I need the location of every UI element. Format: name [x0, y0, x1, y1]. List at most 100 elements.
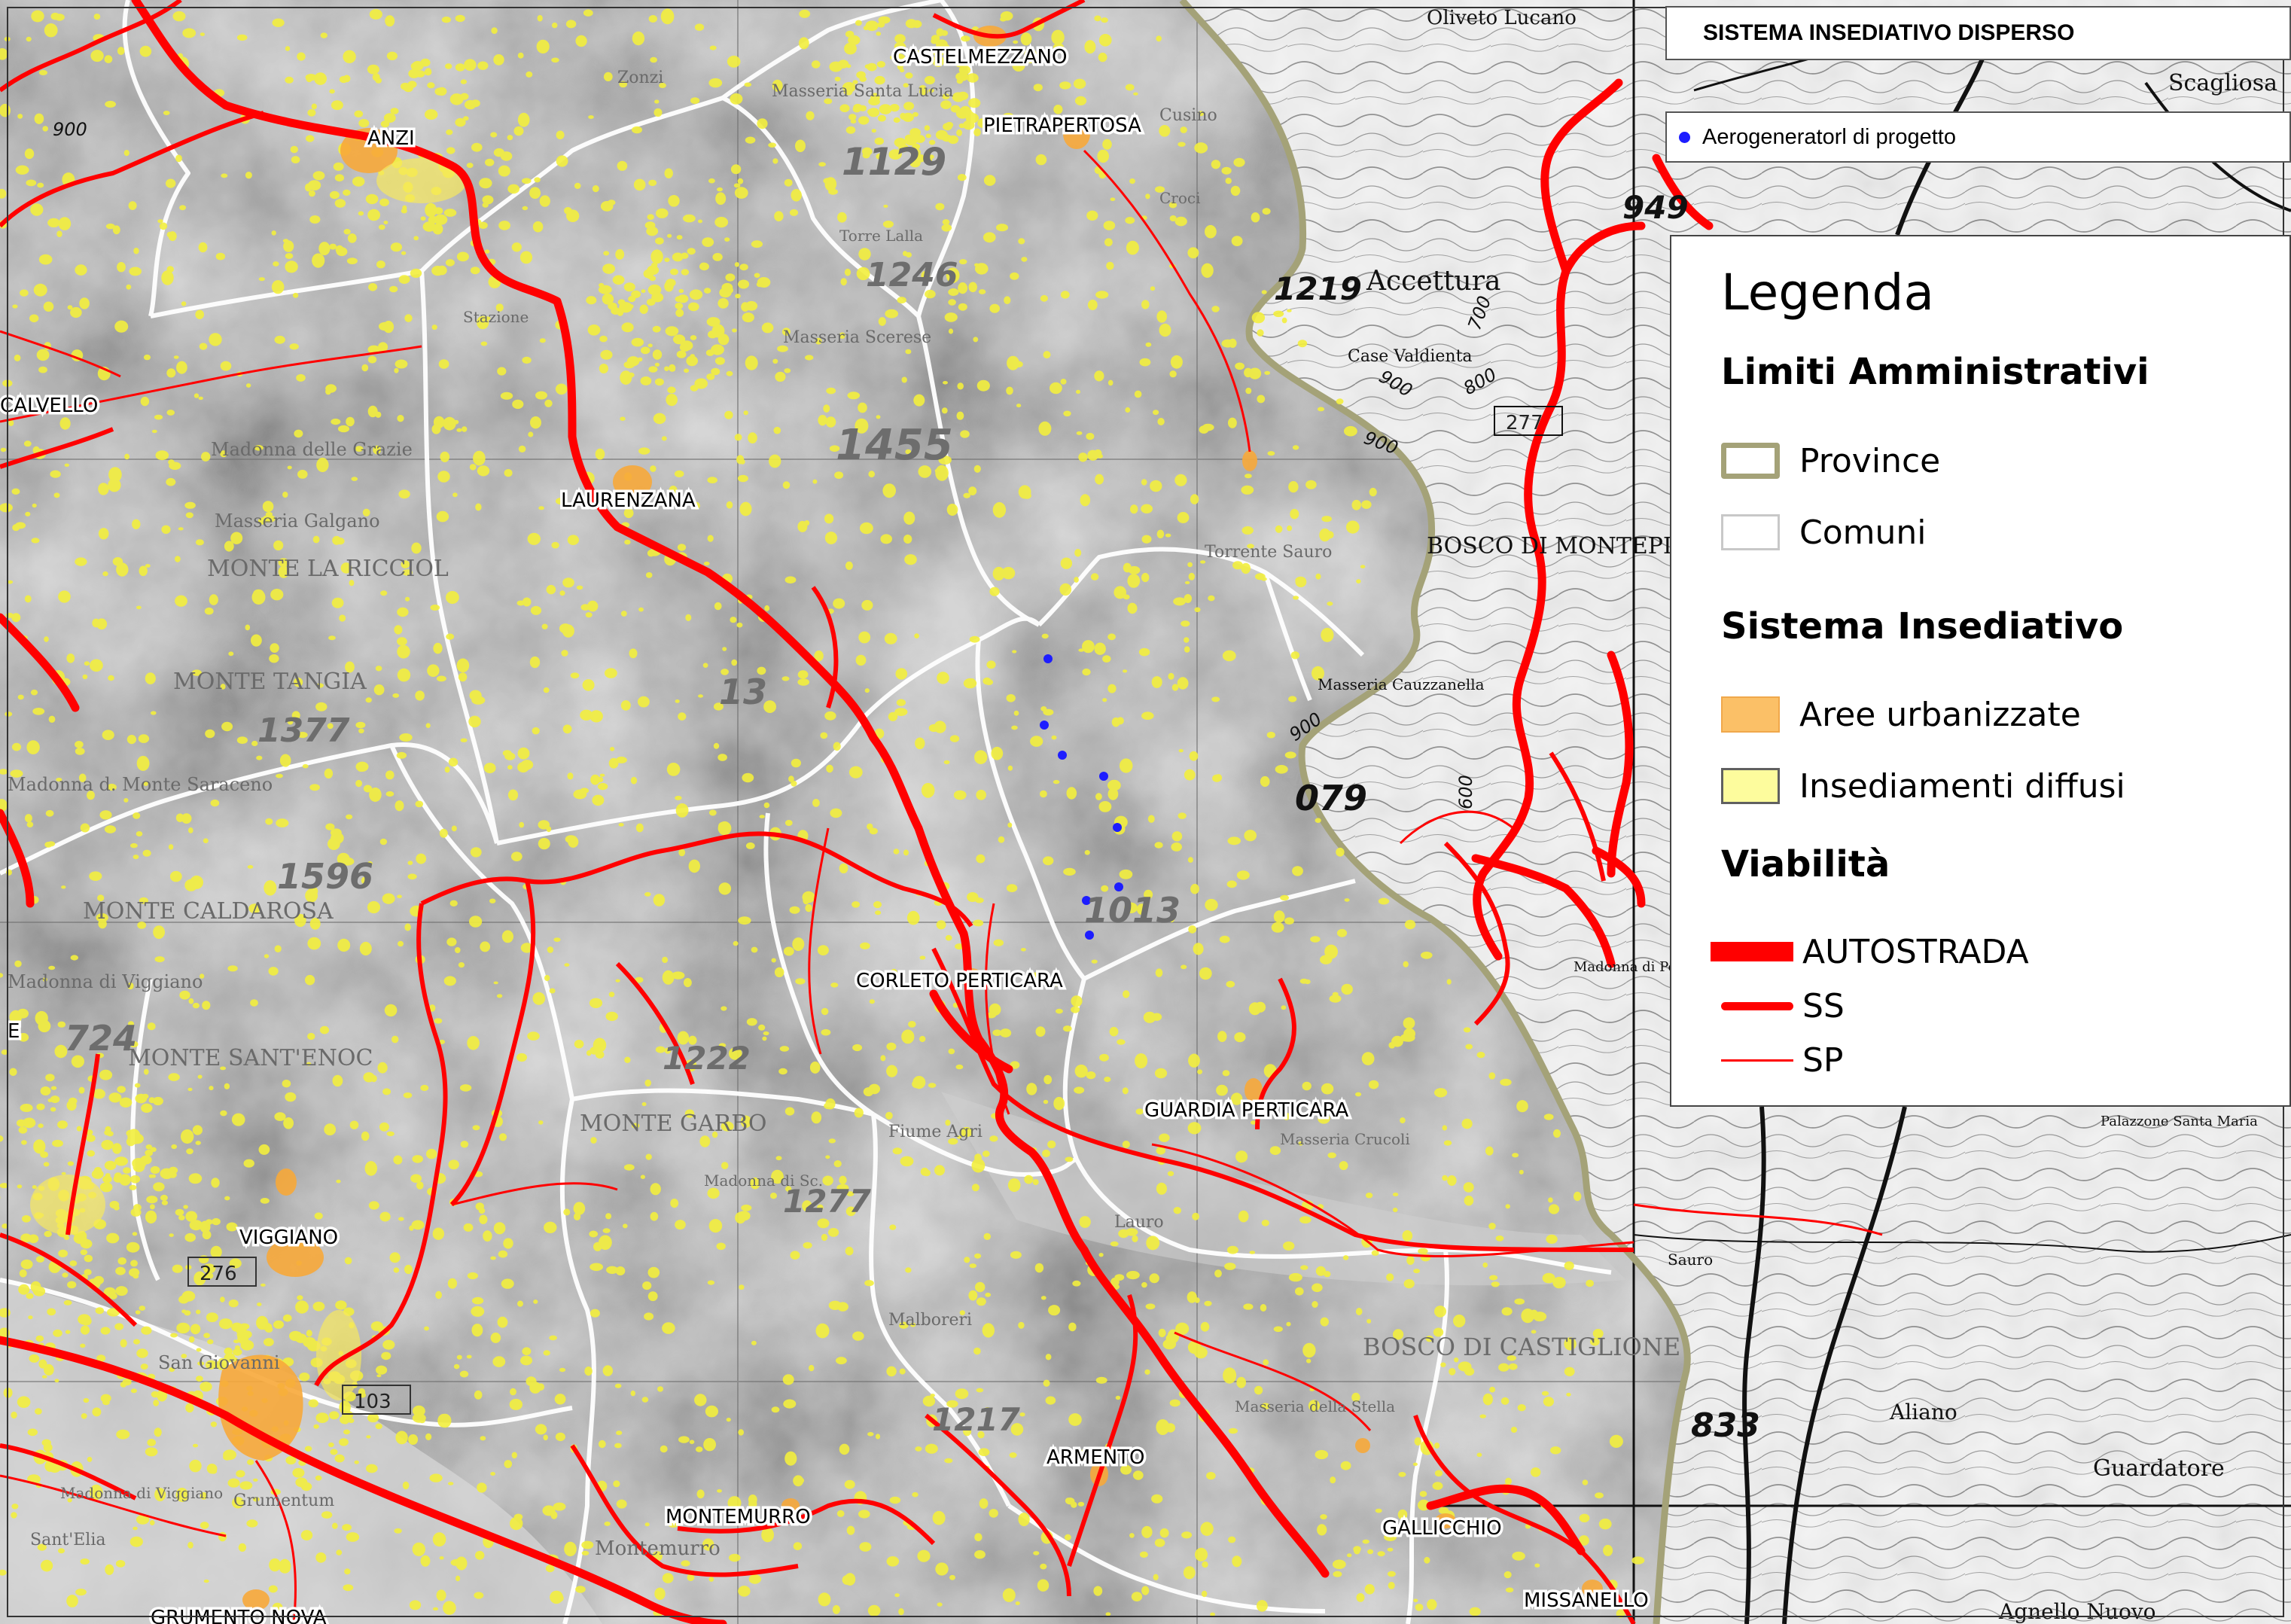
- settlement-dot: [1319, 528, 1331, 542]
- settlement-dot: [270, 589, 284, 601]
- settlement-dot: [1403, 1279, 1415, 1289]
- settlement-dot: [384, 1004, 398, 1017]
- settlement-dot: [41, 1559, 53, 1572]
- topo-label: Masseria Scerese: [783, 328, 931, 347]
- settlement-dot: [1071, 995, 1083, 1007]
- settlement-dot: [886, 1042, 897, 1051]
- settlement-dot: [117, 262, 126, 273]
- settlement-dot: [530, 605, 542, 615]
- settlement-dot: [1123, 562, 1132, 573]
- settlement-dot: [1153, 410, 1159, 416]
- settlement-dot: [673, 334, 686, 345]
- settlement-dot: [771, 1169, 784, 1184]
- settlement-dot: [918, 465, 932, 478]
- settlement-dot: [943, 760, 950, 765]
- settlement-dot: [331, 100, 343, 111]
- settlement-dot: [398, 275, 410, 284]
- settlement-dot: [264, 1338, 274, 1347]
- settlement-dot: [187, 1541, 193, 1549]
- settlement-dot: [687, 248, 696, 255]
- settlement-dot: [459, 1084, 472, 1092]
- settlement-dot: [231, 1113, 245, 1126]
- settlement-dot: [1091, 959, 1098, 964]
- settlement-dot: [479, 178, 492, 189]
- settlement-dot: [983, 232, 996, 243]
- settlement-dot: [909, 1322, 916, 1327]
- settlement-dot: [1080, 494, 1091, 507]
- settlement-dot: [1404, 919, 1416, 930]
- settlement-dot: [396, 751, 407, 759]
- settlement-dot: [551, 541, 559, 549]
- settlement-dot: [522, 356, 532, 364]
- settlement-dot: [635, 823, 644, 833]
- settlement-dot: [837, 212, 847, 223]
- settlement-dot: [888, 711, 898, 721]
- settlement-dot: [909, 982, 916, 990]
- settlement-dot: [215, 252, 226, 261]
- settlement-dot: [228, 1300, 239, 1308]
- settlement-dot: [949, 1574, 955, 1580]
- place-label: ANZI: [367, 127, 415, 150]
- settlement-dot: [369, 9, 382, 20]
- settlement-dot: [1030, 736, 1043, 747]
- settlement-dot: [890, 968, 898, 977]
- settlement-dot: [1302, 1081, 1312, 1091]
- legend-label: SS: [1802, 986, 1845, 1025]
- settlement-dot: [1566, 1392, 1571, 1397]
- settlement-dot: [467, 1036, 480, 1050]
- settlement-dot: [727, 1496, 742, 1510]
- settlement-dot: [155, 450, 169, 461]
- settlement-dot: [736, 455, 745, 465]
- topo-label: Oliveto Lucano: [1427, 7, 1577, 29]
- settlement-dot: [195, 309, 205, 319]
- settlement-dot: [522, 206, 529, 211]
- settlement-dot: [87, 791, 95, 800]
- settlement-dot: [1299, 1216, 1312, 1223]
- settlement-dot: [498, 221, 510, 230]
- settlement-dot: [0, 1183, 9, 1189]
- settlement-dot: [678, 288, 684, 294]
- settlement-dot: [513, 126, 524, 136]
- settlement-dot: [205, 1360, 217, 1370]
- settlement-dot: [1183, 1566, 1196, 1580]
- settlement-dot: [518, 445, 526, 453]
- settlement-dot: [365, 697, 372, 703]
- settlement-dot: [1603, 1544, 1613, 1556]
- settlement-dot: [276, 818, 289, 827]
- settlement-dot: [597, 782, 608, 791]
- settlement-dot: [344, 1257, 352, 1265]
- settlement-dot: [126, 284, 132, 290]
- settlement-dot: [1418, 1248, 1428, 1254]
- settlement-dot: [313, 1424, 319, 1429]
- settlement-dot: [53, 492, 60, 498]
- settlement-dot: [795, 978, 806, 985]
- settlement-dot: [236, 34, 248, 41]
- settlement-dot: [114, 1323, 124, 1330]
- settlement-dot: [1609, 1434, 1623, 1448]
- settlement-dot: [1269, 1146, 1281, 1155]
- settlement-dot: [912, 143, 921, 150]
- legend-item-insediamenti-diffusi: Insediamenti diffusi: [1721, 763, 2125, 809]
- settlement-dot: [1141, 1281, 1147, 1288]
- settlement-dot: [507, 135, 513, 141]
- settlement-dot: [953, 790, 967, 800]
- settlement-dot: [23, 1117, 36, 1129]
- settlement-dot: [238, 1543, 247, 1552]
- settlement-dot: [1060, 557, 1073, 569]
- settlement-dot: [1205, 224, 1217, 239]
- settlement-dot: [75, 557, 87, 566]
- settlement-dot: [915, 1446, 922, 1452]
- settlement-dot: [805, 355, 814, 361]
- settlement-dot: [334, 199, 346, 208]
- settlement-dot: [1351, 499, 1361, 510]
- settlement-dot: [404, 84, 413, 93]
- settlement-dot: [489, 898, 496, 903]
- settlement-dot: [1317, 1524, 1327, 1536]
- settlement-dot: [1463, 1027, 1471, 1033]
- settlement-dot: [1156, 1146, 1166, 1155]
- settlement-dot: [205, 729, 215, 739]
- settlement-dot: [1033, 1551, 1040, 1555]
- settlement-dot: [1154, 1538, 1165, 1547]
- settlement-dot: [1232, 561, 1243, 570]
- settlement-dot: [352, 176, 365, 187]
